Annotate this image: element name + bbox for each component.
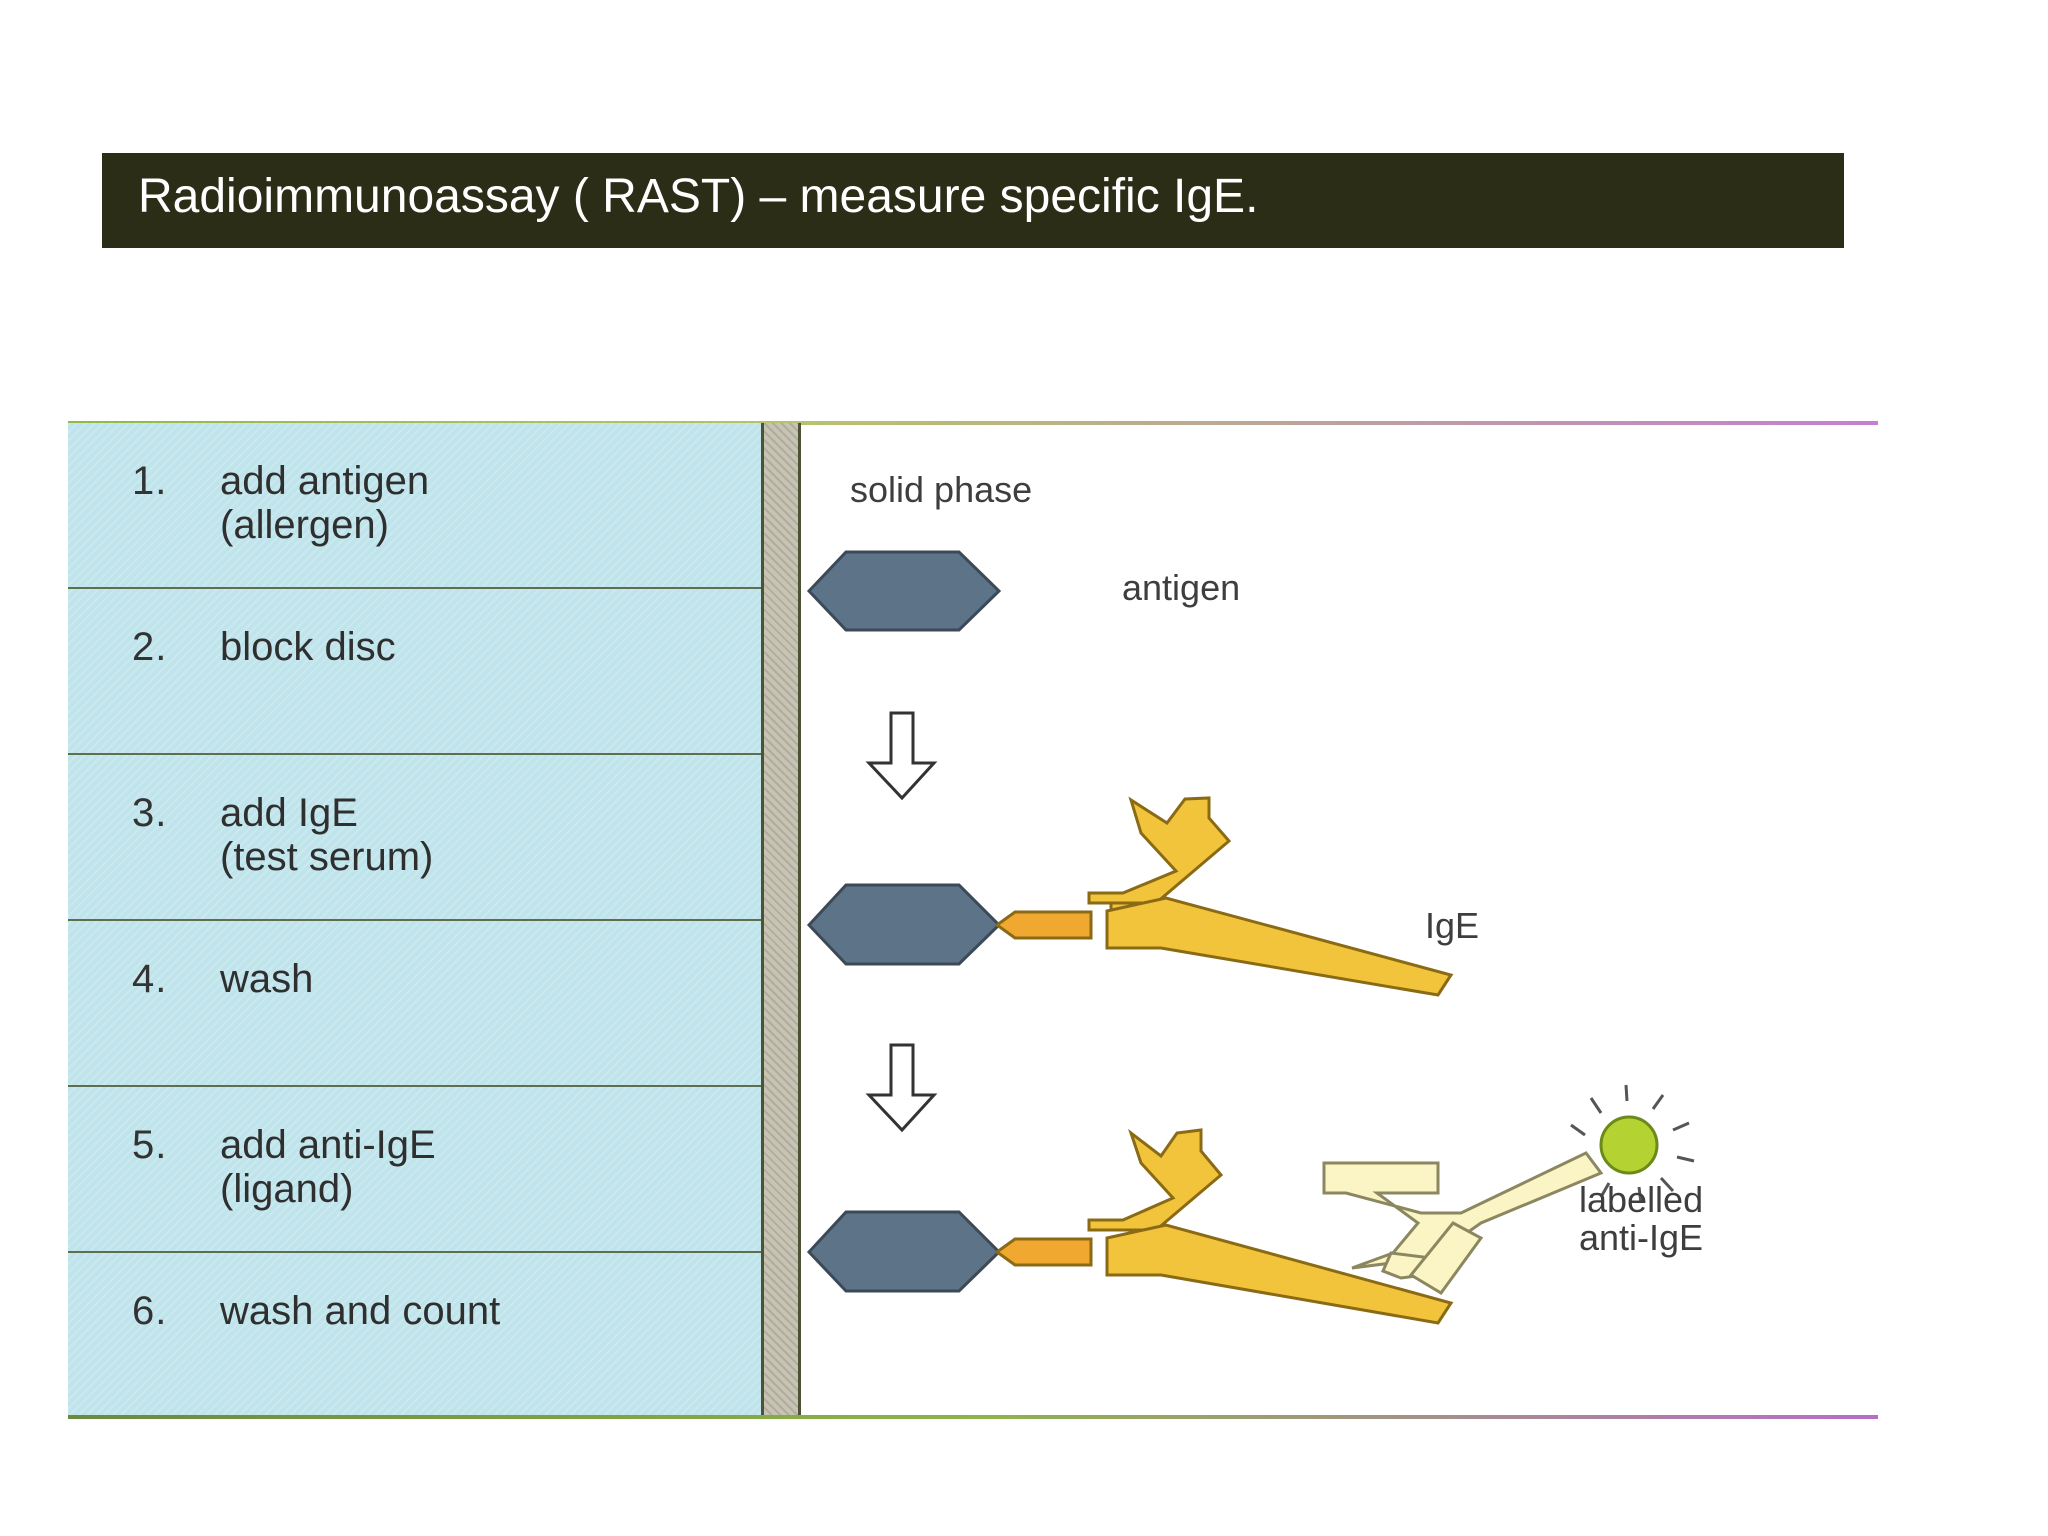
- step-text: wash: [220, 957, 314, 1001]
- step-text: add anti-IgE (ligand): [220, 1123, 436, 1211]
- step-text: add IgE (test serum): [220, 791, 434, 879]
- step-3: 3. add IgE (test serum): [68, 755, 761, 921]
- labelled-anti-ige-label: labelled anti-IgE: [1579, 1179, 1704, 1258]
- antigen-hexagon: [806, 550, 1002, 632]
- ige-antibody: [994, 796, 1454, 997]
- steps-panel: 1. add antigen (allergen) 2. block disc …: [68, 423, 761, 1415]
- step-number: 4.: [132, 957, 168, 1001]
- step-4: 4. wash: [68, 921, 761, 1087]
- step-1: 1. add antigen (allergen): [68, 423, 761, 589]
- labelled-anti-ige: [1322, 1151, 1604, 1295]
- step-number: 3.: [132, 791, 168, 835]
- top-rule: [68, 421, 1878, 425]
- antigen-hexagon: [806, 1210, 1002, 1293]
- step-number: 5.: [132, 1123, 168, 1167]
- antigen-hexagon: [806, 883, 1002, 966]
- step-text: wash and count: [220, 1289, 501, 1333]
- step-text: add antigen (allergen): [220, 459, 430, 547]
- assay-diagram: [806, 550, 1695, 1325]
- step-5: 5. add anti-IgE (ligand): [68, 1087, 761, 1253]
- radiolabel-marker: [1570, 1084, 1695, 1204]
- step-number: 1.: [132, 459, 168, 503]
- ige-label: IgE: [1425, 905, 1480, 946]
- ige-antibody: [994, 1128, 1454, 1325]
- down-arrow-icon: [865, 711, 938, 801]
- step-6: 6. wash and count: [68, 1253, 761, 1419]
- title-bar: Radioimmunoassay ( RAST) – measure speci…: [102, 153, 1844, 248]
- solid-phase-label: solid phase: [850, 469, 1033, 510]
- step-text: block disc: [220, 625, 396, 669]
- solid-phase-strip: [761, 423, 801, 1417]
- down-arrow-icon: [865, 1043, 938, 1133]
- slide-title: Radioimmunoassay ( RAST) – measure speci…: [138, 170, 1259, 223]
- bottom-rule: [68, 1415, 1878, 1419]
- step-number: 2.: [132, 625, 168, 669]
- step-2: 2. block disc: [68, 589, 761, 755]
- step-number: 6.: [132, 1289, 168, 1333]
- rast-figure: 1. add antigen (allergen) 2. block disc …: [68, 421, 1878, 1421]
- antigen-label: antigen: [1122, 567, 1241, 608]
